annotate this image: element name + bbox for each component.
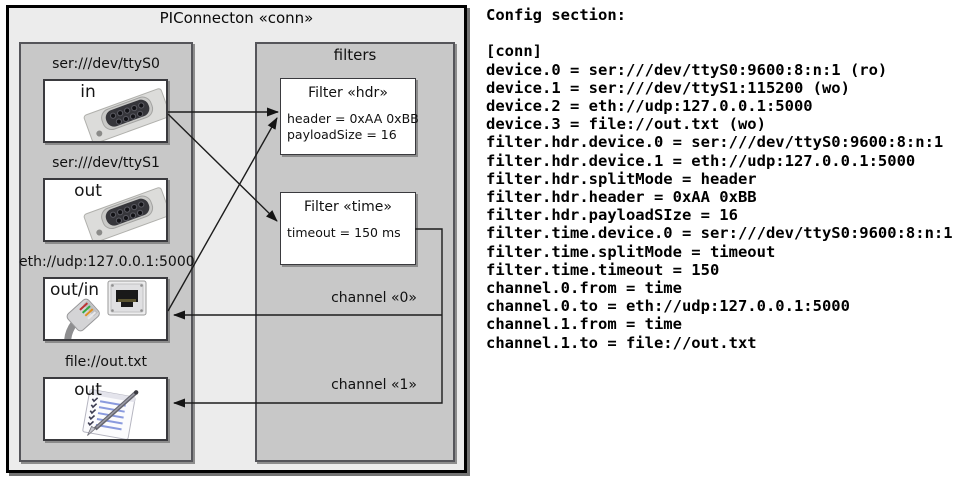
config-line: filter.time.splitMode = timeout [486, 242, 776, 261]
config-lines: [conn]device.0 = ser:///dev/ttyS0:9600:8… [486, 42, 953, 351]
config-line: filter.time.device.0 = ser:///dev/ttyS0:… [486, 224, 953, 243]
notepad-pen-icon [82, 389, 139, 439]
filter-time-box: Filter «time» timeout = 150 ms [280, 192, 416, 265]
serial-connector-icon [83, 88, 166, 141]
config-line: device.0 = ser:///dev/ttyS0:9600:8:n:1 (… [486, 60, 888, 79]
config-line: channel.1.to = file://out.txt [486, 333, 757, 352]
config-line: device.2 = eth://udp:127.0.0.1:5000 [486, 97, 813, 115]
device-direction: out/in [50, 280, 100, 300]
device-direction: out [74, 181, 102, 201]
device-direction: in [80, 82, 96, 102]
filter-properties: header = 0xAA 0xBB payloadSize = 16 [287, 111, 419, 143]
device-box-ttyS0: in [43, 79, 168, 143]
diagram-title: PIConnecton «conn» [159, 9, 314, 27]
config-line: filter.hdr.payloadSIze = 16 [486, 206, 738, 225]
config-line: [conn] [486, 42, 542, 61]
channel-1-label: channel «1» [331, 377, 417, 393]
config-line: filter.hdr.device.0 = ser:///dev/ttyS0:9… [486, 133, 944, 152]
channel-0-label: channel «0» [331, 290, 417, 306]
device-uri-label: ser:///dev/ttyS1 [52, 155, 160, 171]
config-line: channel.1.from = time [486, 315, 682, 334]
config-line: filter.time.timeout = 150 [486, 260, 720, 279]
filter-properties: timeout = 150 ms [287, 225, 401, 241]
filter-title: Filter «hdr» [308, 85, 388, 101]
filter-property: header = 0xAA 0xBB [287, 111, 419, 126]
device-box-eth: out/in [43, 277, 168, 341]
filter-property: payloadSize = 16 [287, 127, 397, 142]
ethernet-plug-icon [64, 280, 147, 339]
config-line: device.3 = file://out.txt (wo) [486, 115, 766, 134]
config-line: filter.hdr.header = 0xAA 0xBB [486, 188, 757, 207]
config-line: channel.0.from = time [486, 279, 682, 298]
device-uri-label: eth://udp:127.0.0.1:5000 [19, 254, 195, 270]
config-section: Config section: [conn]device.0 = ser:///… [486, 6, 953, 352]
device-box-ttyS1: out [43, 178, 168, 242]
config-line: channel.0.to = eth://udp:127.0.0.1:5000 [486, 297, 850, 316]
filter-hdr-box: Filter «hdr» header = 0xAA 0xBB payloadS… [280, 78, 419, 155]
device-box-file: out [43, 377, 168, 441]
device-direction: out [74, 380, 102, 400]
filter-property: timeout = 150 ms [287, 225, 401, 240]
filter-title: Filter «time» [304, 199, 392, 215]
filters-panel-title: filters [333, 46, 377, 64]
serial-connector-icon [83, 187, 166, 240]
config-line: filter.hdr.splitMode = header [486, 169, 757, 188]
config-heading: Config section: [486, 6, 626, 24]
config-line: filter.hdr.device.1 = eth://udp:127.0.0.… [486, 151, 916, 170]
config-line: device.1 = ser:///dev/ttyS1:115200 (wo) [486, 78, 850, 97]
device-uri-label: ser:///dev/ttyS0 [52, 56, 160, 72]
device-uri-label: file://out.txt [64, 354, 148, 370]
